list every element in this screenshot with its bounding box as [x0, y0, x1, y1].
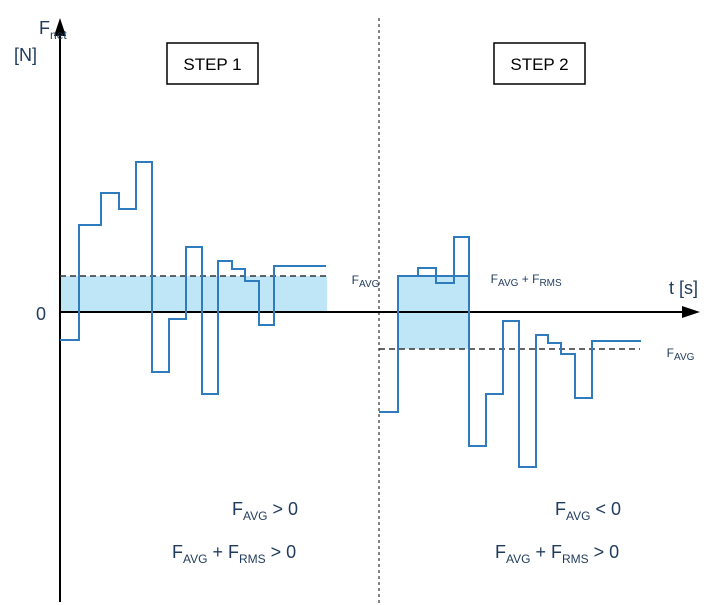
y-axis-arrow-icon [54, 18, 66, 36]
zero-label: 0 [36, 304, 46, 324]
step2-label: STEP 2 [510, 55, 568, 74]
step1-signal [60, 161, 326, 395]
step2-condition-sum: FAVG + FRMS > 0 [470, 542, 634, 566]
x-axis-arrow-icon [682, 306, 700, 318]
y-axis-label-sub: net [50, 28, 67, 42]
step1-condition-avg: FAVG > 0 [207, 499, 313, 523]
step2-box [493, 42, 586, 85]
step1-label: STEP 1 [183, 55, 241, 74]
step2-favg-label: FAVG [650, 346, 704, 363]
y-axis-label: Fnet [14, 18, 82, 43]
x-axis-label: t [s] [669, 278, 698, 298]
y-axis-unit: [N] [14, 45, 37, 65]
y-axis-label-main: F [39, 18, 50, 38]
step1-favg-label: FAVG [335, 273, 389, 290]
step1-condition-sum: FAVG + FRMS > 0 [147, 542, 311, 566]
step1-rms-band [60, 276, 327, 312]
step2-signal [379, 236, 641, 468]
step2-condition-avg: FAVG < 0 [530, 499, 636, 523]
step2-favg-frms-label: FAVG + FRMS [474, 272, 572, 289]
step1-box [166, 42, 259, 85]
